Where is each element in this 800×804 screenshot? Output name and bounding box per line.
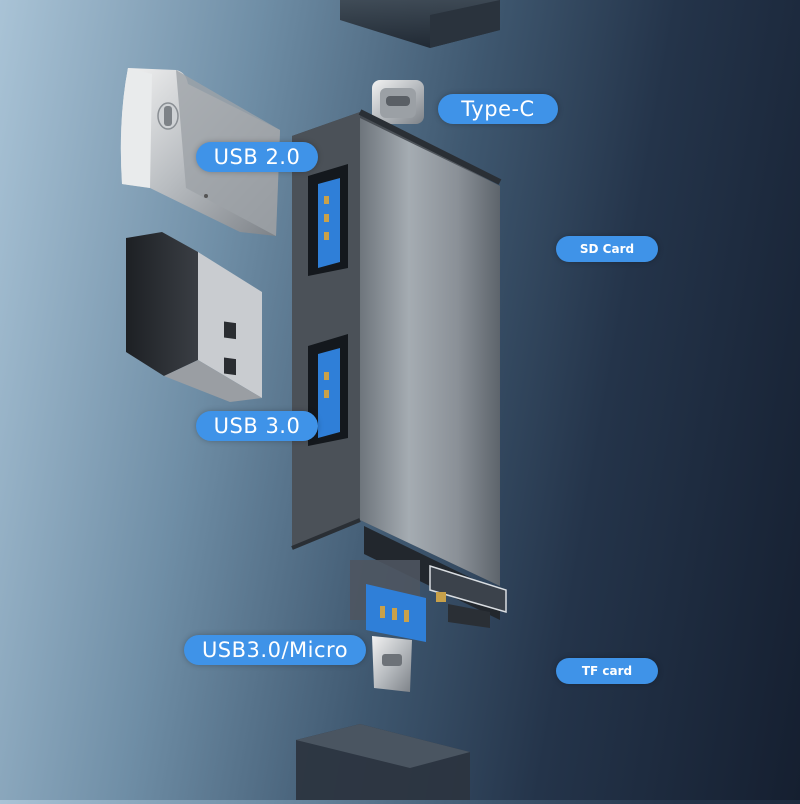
usb-3-0-plug (126, 232, 262, 402)
sd-card-label: SD Card (556, 236, 658, 262)
usb3-micro-label: USB3.0/Micro (184, 635, 366, 665)
type-c-connector (372, 80, 424, 124)
type-c-label: Type-C (438, 94, 558, 124)
usb-port-bottom (308, 334, 348, 446)
bottom-cap-block (296, 724, 470, 800)
usb-3-0-label: USB 3.0 (196, 411, 318, 441)
hub-body (291, 109, 502, 586)
top-cap-block (340, 0, 500, 48)
bottom-connectors (350, 526, 507, 692)
usb-port-top (308, 164, 348, 276)
tf-card-label: TF card (556, 658, 658, 684)
usb-2-0-label: USB 2.0 (196, 142, 318, 172)
